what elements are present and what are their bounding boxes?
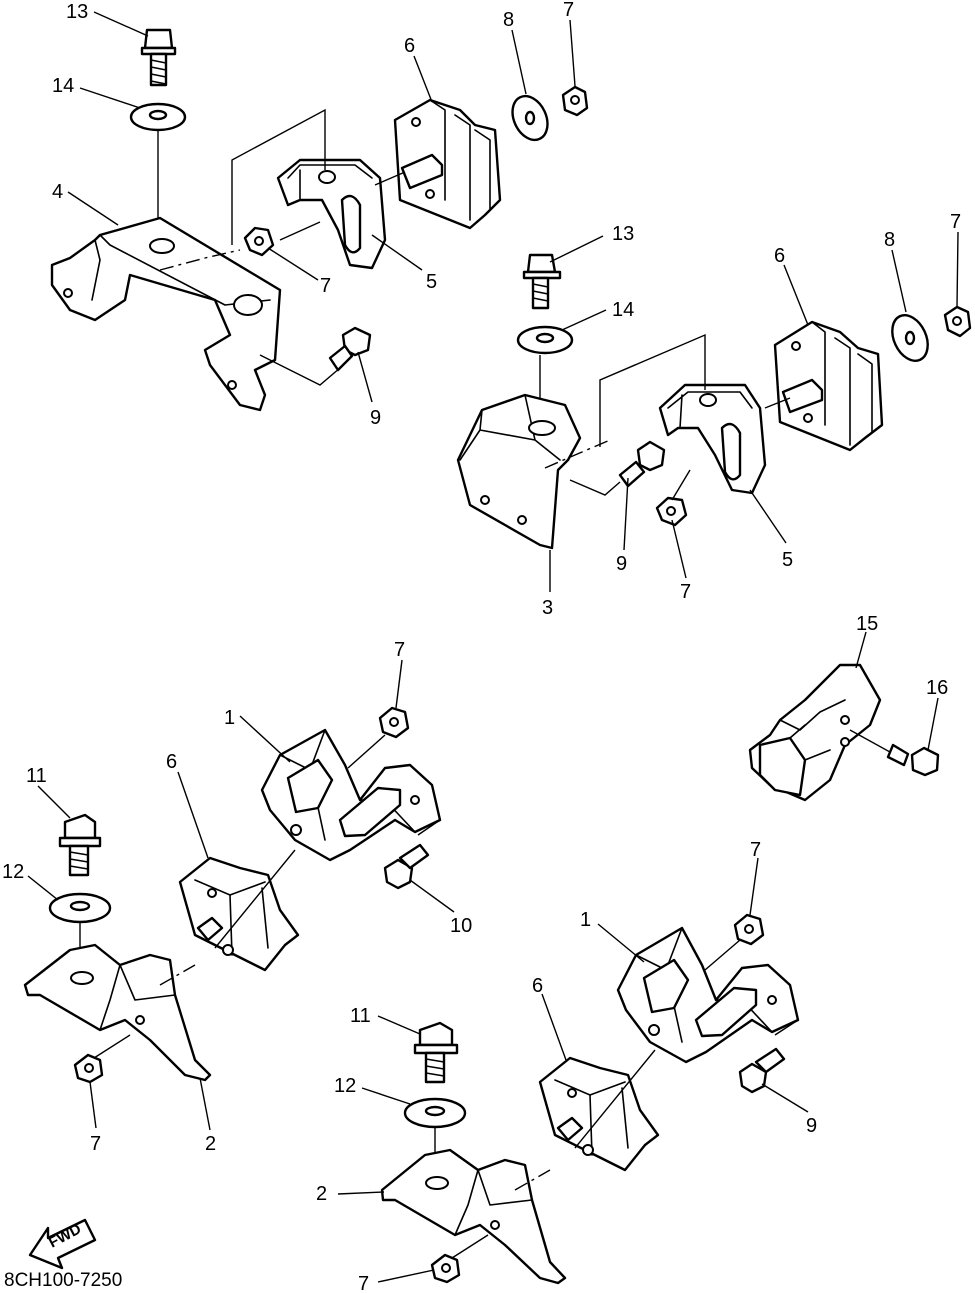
flange-bolt-9-bottom-right [738, 1047, 786, 1094]
assembly-top-right [456, 253, 972, 550]
callout-label: 13 [612, 223, 634, 245]
callout-label: 4 [52, 181, 63, 203]
callout-label: 6 [532, 975, 543, 997]
frame-bracket-4 [50, 216, 282, 412]
callout-label: 7 [950, 211, 961, 233]
assembly-bottom-left [23, 706, 442, 1084]
callout-label: 7 [394, 639, 405, 661]
engine-bracket-1-bottom-left [260, 728, 442, 862]
rubber-mount-6-top-left [393, 98, 502, 230]
callout-label: 5 [426, 271, 437, 293]
callout-label: 6 [404, 35, 415, 57]
callout-label: 8 [503, 9, 514, 31]
callout-label: 14 [612, 299, 634, 321]
callout-label: 7 [358, 1273, 369, 1293]
callout-label: 2 [205, 1133, 216, 1155]
flange-nut-7-bottom-left-a [378, 706, 410, 739]
callout-label: 3 [542, 597, 553, 619]
callout-label: 5 [782, 549, 793, 571]
washer-14-top-right [516, 325, 574, 355]
washer-12-bottom-right [403, 1097, 467, 1129]
callout-label: 2 [316, 1183, 327, 1205]
callout-label: 14 [52, 75, 74, 97]
callout-label: 12 [2, 861, 24, 883]
washer-12-bottom-left [48, 892, 112, 924]
callout-label: 1 [580, 909, 591, 931]
flange-bolt-11-bottom-right [413, 1021, 459, 1084]
flange-bolt-13-top-left [140, 28, 177, 87]
callout-label: 7 [563, 0, 574, 21]
callout-label: 9 [616, 553, 627, 575]
mount-bracket-5-top-left [276, 158, 387, 270]
bracket-cover-15 [748, 663, 882, 802]
flange-bolt-9-top-right [618, 440, 666, 488]
flange-nut-7-bottom-right-b [430, 1253, 461, 1284]
frame-bracket-3 [456, 393, 582, 550]
flange-nut-7-top-left-b [243, 226, 275, 257]
assembly-bottom-right [380, 913, 800, 1285]
engine-bracket-1-bottom-right [616, 926, 800, 1064]
callout-label: 7 [680, 581, 691, 603]
mount-bracket-5-top-right [658, 383, 767, 495]
rubber-mount-6-top-right [773, 320, 884, 452]
forward-direction-arrow: FWD [28, 1218, 97, 1270]
flange-nut-7-top-left-a [561, 85, 589, 117]
callout-label: 9 [370, 407, 381, 429]
engine-bracket-2-bottom-right [380, 1148, 567, 1285]
washer-14-top-left [129, 102, 187, 132]
callout-label: 15 [856, 613, 878, 635]
callout-label: 7 [750, 839, 761, 861]
flange-nut-7-top-right-b [655, 496, 688, 527]
flange-bolt-13-top-right [522, 253, 562, 310]
callout-label: 6 [774, 245, 785, 267]
callout-label: 6 [166, 751, 177, 773]
callout-label: 7 [90, 1133, 101, 1155]
callout-label: 8 [884, 229, 895, 251]
assembly-guard-15 [748, 663, 940, 802]
flange-nut-7-top-right-a [943, 305, 972, 338]
flange-bolt-16 [886, 743, 940, 777]
callout-label: 9 [806, 1115, 817, 1137]
callout-label: 11 [26, 765, 47, 787]
washer-8-top-right [891, 314, 929, 362]
rubber-mount-6-bottom-left [178, 856, 300, 972]
callout-label: 13 [66, 1, 88, 23]
callout-label: 12 [334, 1075, 356, 1097]
flange-nut-7-bottom-left-b [73, 1053, 104, 1084]
diagram-code: 8CH100-7250 [4, 1270, 122, 1291]
washer-8-top-left [511, 94, 549, 142]
callout-label: 16 [926, 677, 948, 699]
flange-nut-7-bottom-right-a [733, 913, 765, 946]
callout-label: 10 [450, 915, 472, 937]
flange-bolt-10 [383, 843, 430, 890]
rubber-mount-6-bottom-right [538, 1056, 660, 1172]
engine-bracket-2-bottom-left [23, 943, 212, 1082]
assembly-top-left [50, 28, 589, 412]
callout-label: 7 [320, 275, 331, 297]
callout-label: 1 [224, 707, 235, 729]
flange-bolt-11-bottom-left [58, 813, 102, 877]
callout-label: 11 [350, 1005, 371, 1027]
flange-bolt-9-top-left [328, 326, 372, 372]
